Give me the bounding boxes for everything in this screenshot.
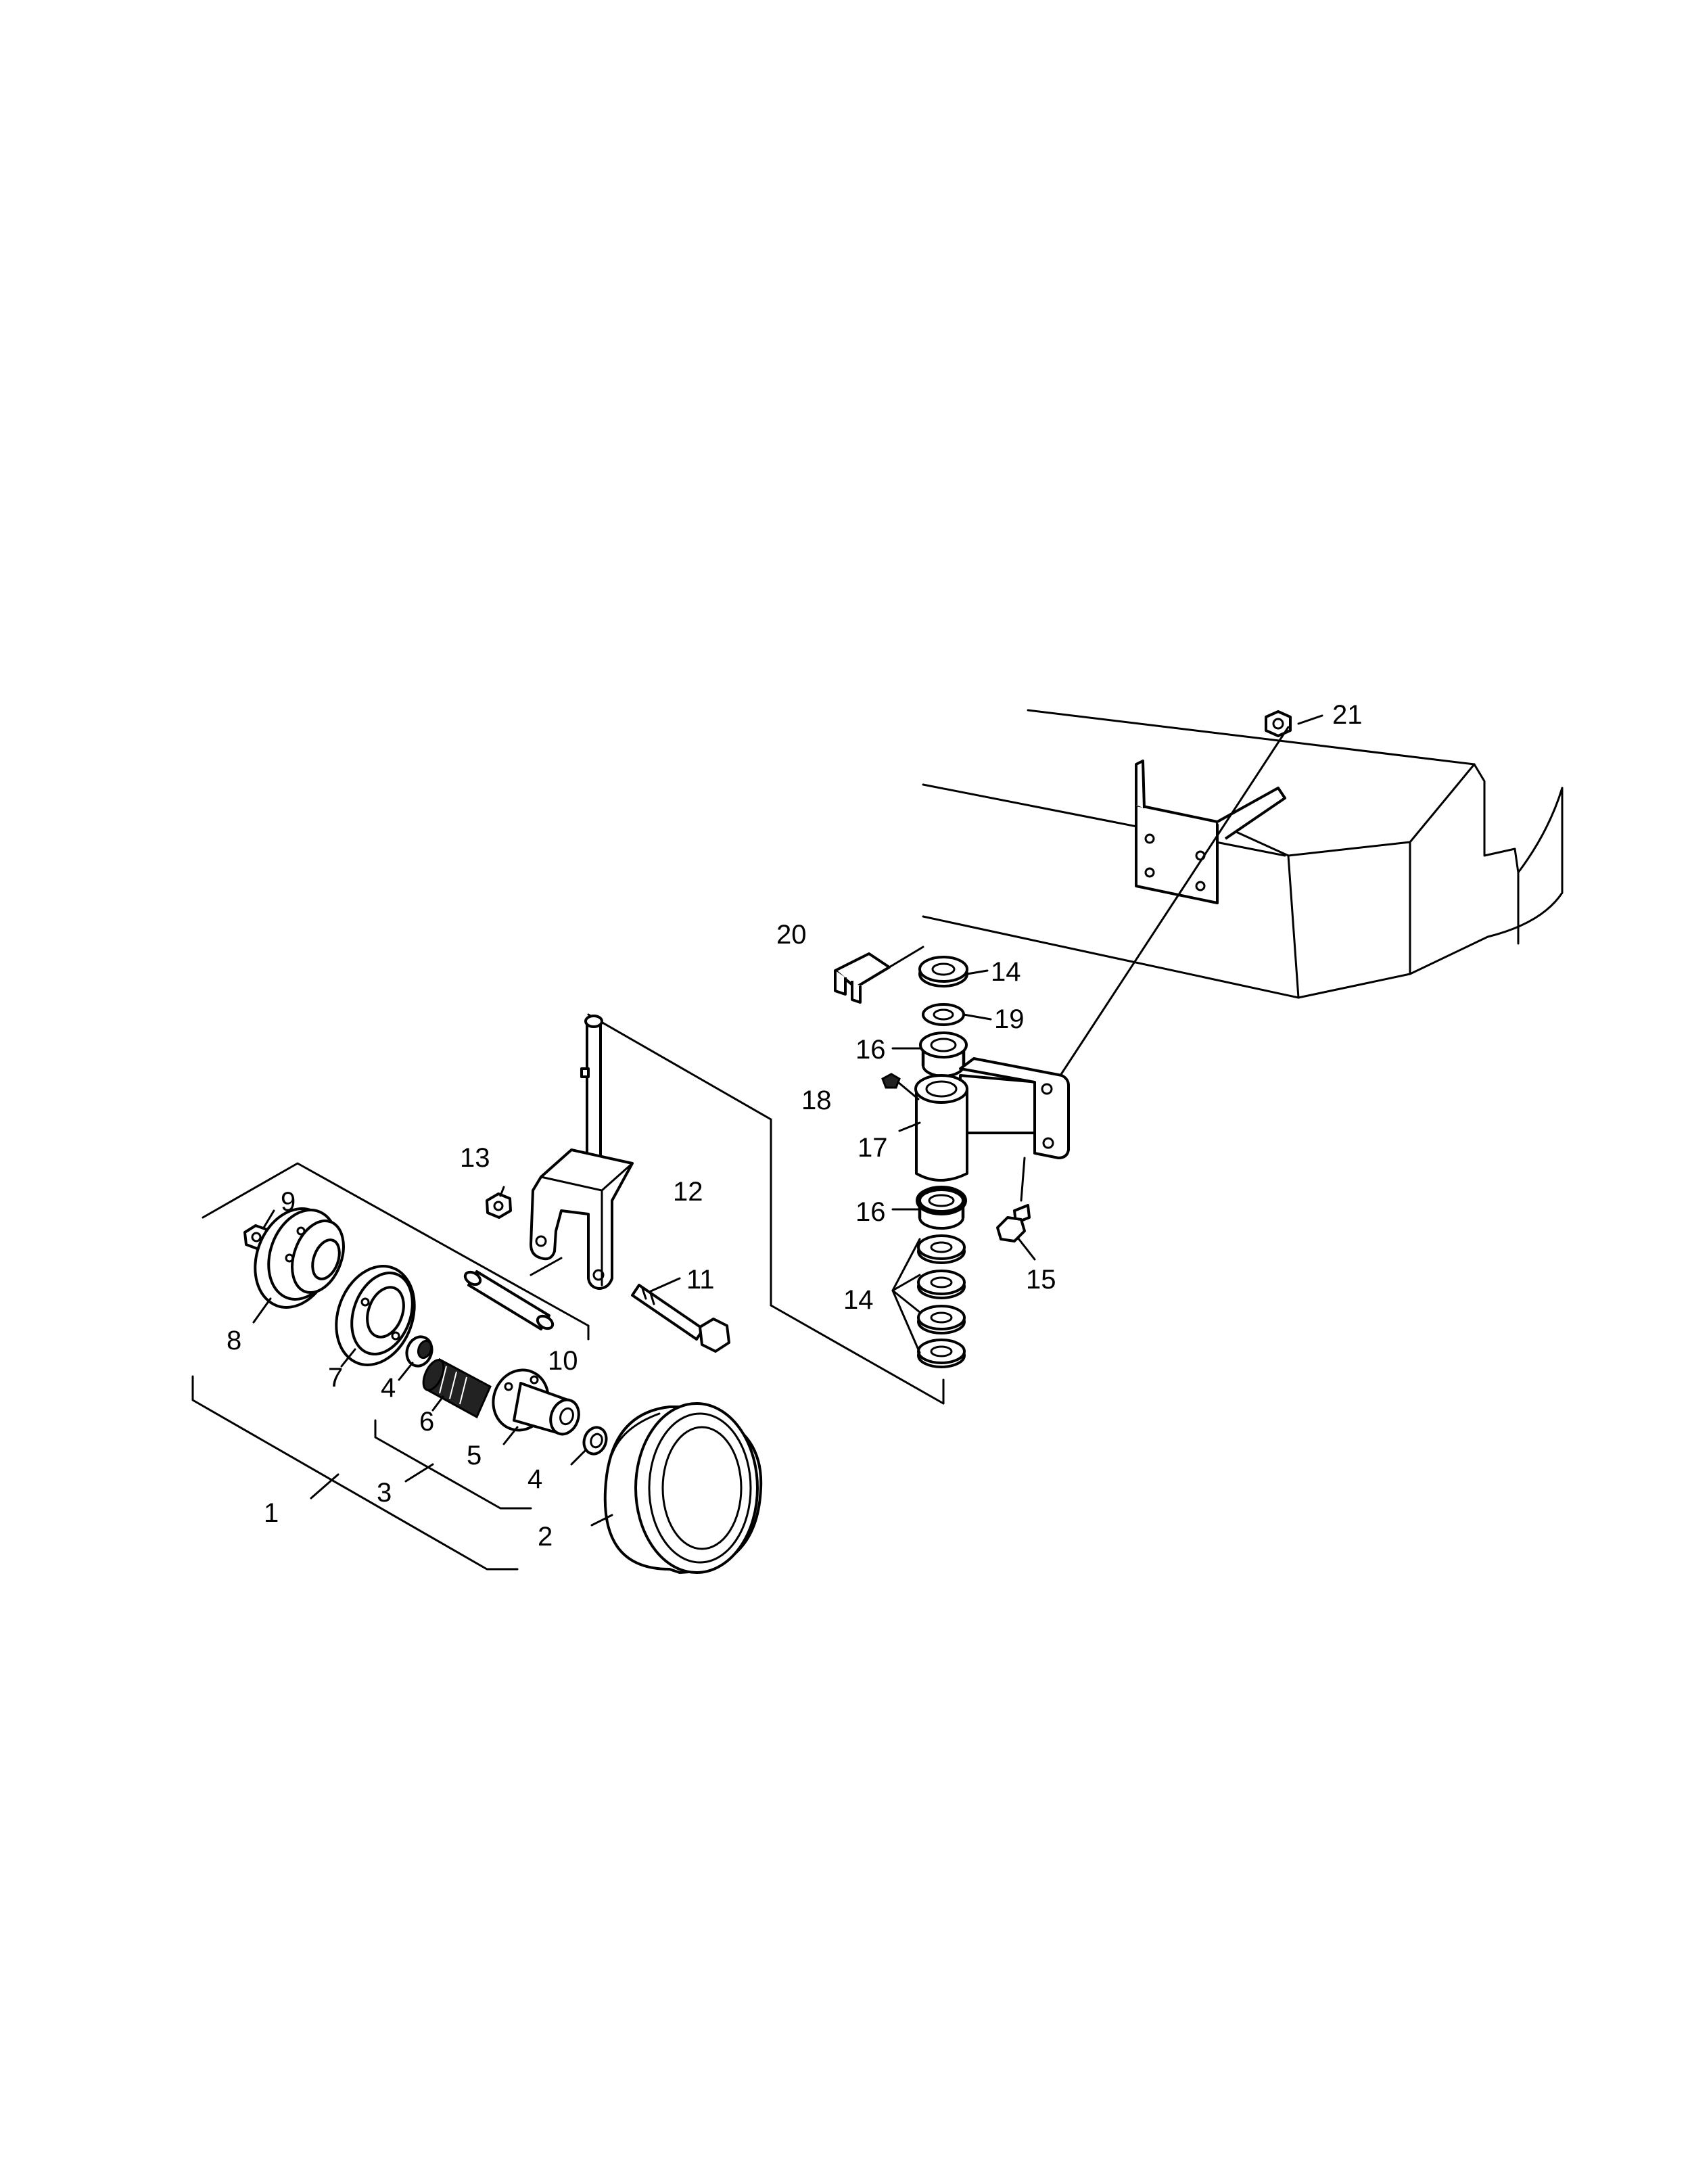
callout-20: 20	[776, 920, 807, 950]
callout-7: 7	[328, 1363, 343, 1393]
part-6-spacer-tube	[422, 1357, 492, 1419]
callout-4a: 4	[381, 1373, 396, 1403]
part-7-wheel-half	[335, 1265, 416, 1366]
part-11-bolt	[631, 1284, 730, 1353]
callout-10: 10	[548, 1346, 578, 1376]
callout-17: 17	[858, 1133, 888, 1163]
part-16-bushing-bottom	[916, 1186, 967, 1230]
callout-16a: 16	[855, 1035, 886, 1065]
part-21-nut	[1265, 710, 1292, 737]
callout-13: 13	[460, 1143, 490, 1173]
callout-21: 21	[1332, 700, 1363, 730]
callout-12: 12	[673, 1177, 703, 1207]
part-15-bolt	[996, 1157, 1031, 1242]
deck-caster-bracket	[1135, 760, 1286, 904]
part-8-wheel-half	[254, 1207, 345, 1309]
callout-14a: 14	[991, 957, 1021, 987]
part-14-washer-stack	[917, 1234, 966, 1368]
part-14-washer-top	[918, 956, 968, 988]
callout-1: 1	[264, 1498, 279, 1528]
callout-6: 6	[419, 1407, 434, 1437]
callout-5: 5	[467, 1441, 482, 1470]
callout-labels: 1 2 3 4 4 5 6 7 8 9 10 11 12 13 14 14 15…	[227, 700, 1363, 1552]
callout-3: 3	[377, 1478, 392, 1508]
part-13-nut	[486, 1192, 512, 1219]
part-2-tire	[603, 1402, 763, 1574]
part-12-caster-fork	[530, 1015, 634, 1290]
part-19-washer	[922, 1003, 965, 1026]
callout-9: 9	[281, 1187, 296, 1217]
mower-deck	[922, 709, 1564, 999]
callout-14b: 14	[843, 1285, 874, 1315]
part-4-bearing-left	[405, 1335, 433, 1368]
part-10-axle-pin	[463, 1270, 555, 1330]
callout-18: 18	[801, 1086, 832, 1115]
callout-4b: 4	[527, 1464, 542, 1494]
callout-16b: 16	[855, 1197, 886, 1227]
part-20-clip	[834, 952, 891, 1004]
part-18-grease-fitting	[881, 1073, 920, 1100]
callout-11: 11	[686, 1265, 715, 1295]
part-5-wheel-hub	[492, 1368, 580, 1436]
callout-8: 8	[227, 1326, 241, 1355]
part-4-bearing-right	[582, 1426, 608, 1456]
callout-19: 19	[994, 1004, 1025, 1034]
part-17-spindle-housing	[914, 1057, 1070, 1182]
callout-15: 15	[1026, 1265, 1056, 1295]
callout-2: 2	[538, 1522, 553, 1552]
